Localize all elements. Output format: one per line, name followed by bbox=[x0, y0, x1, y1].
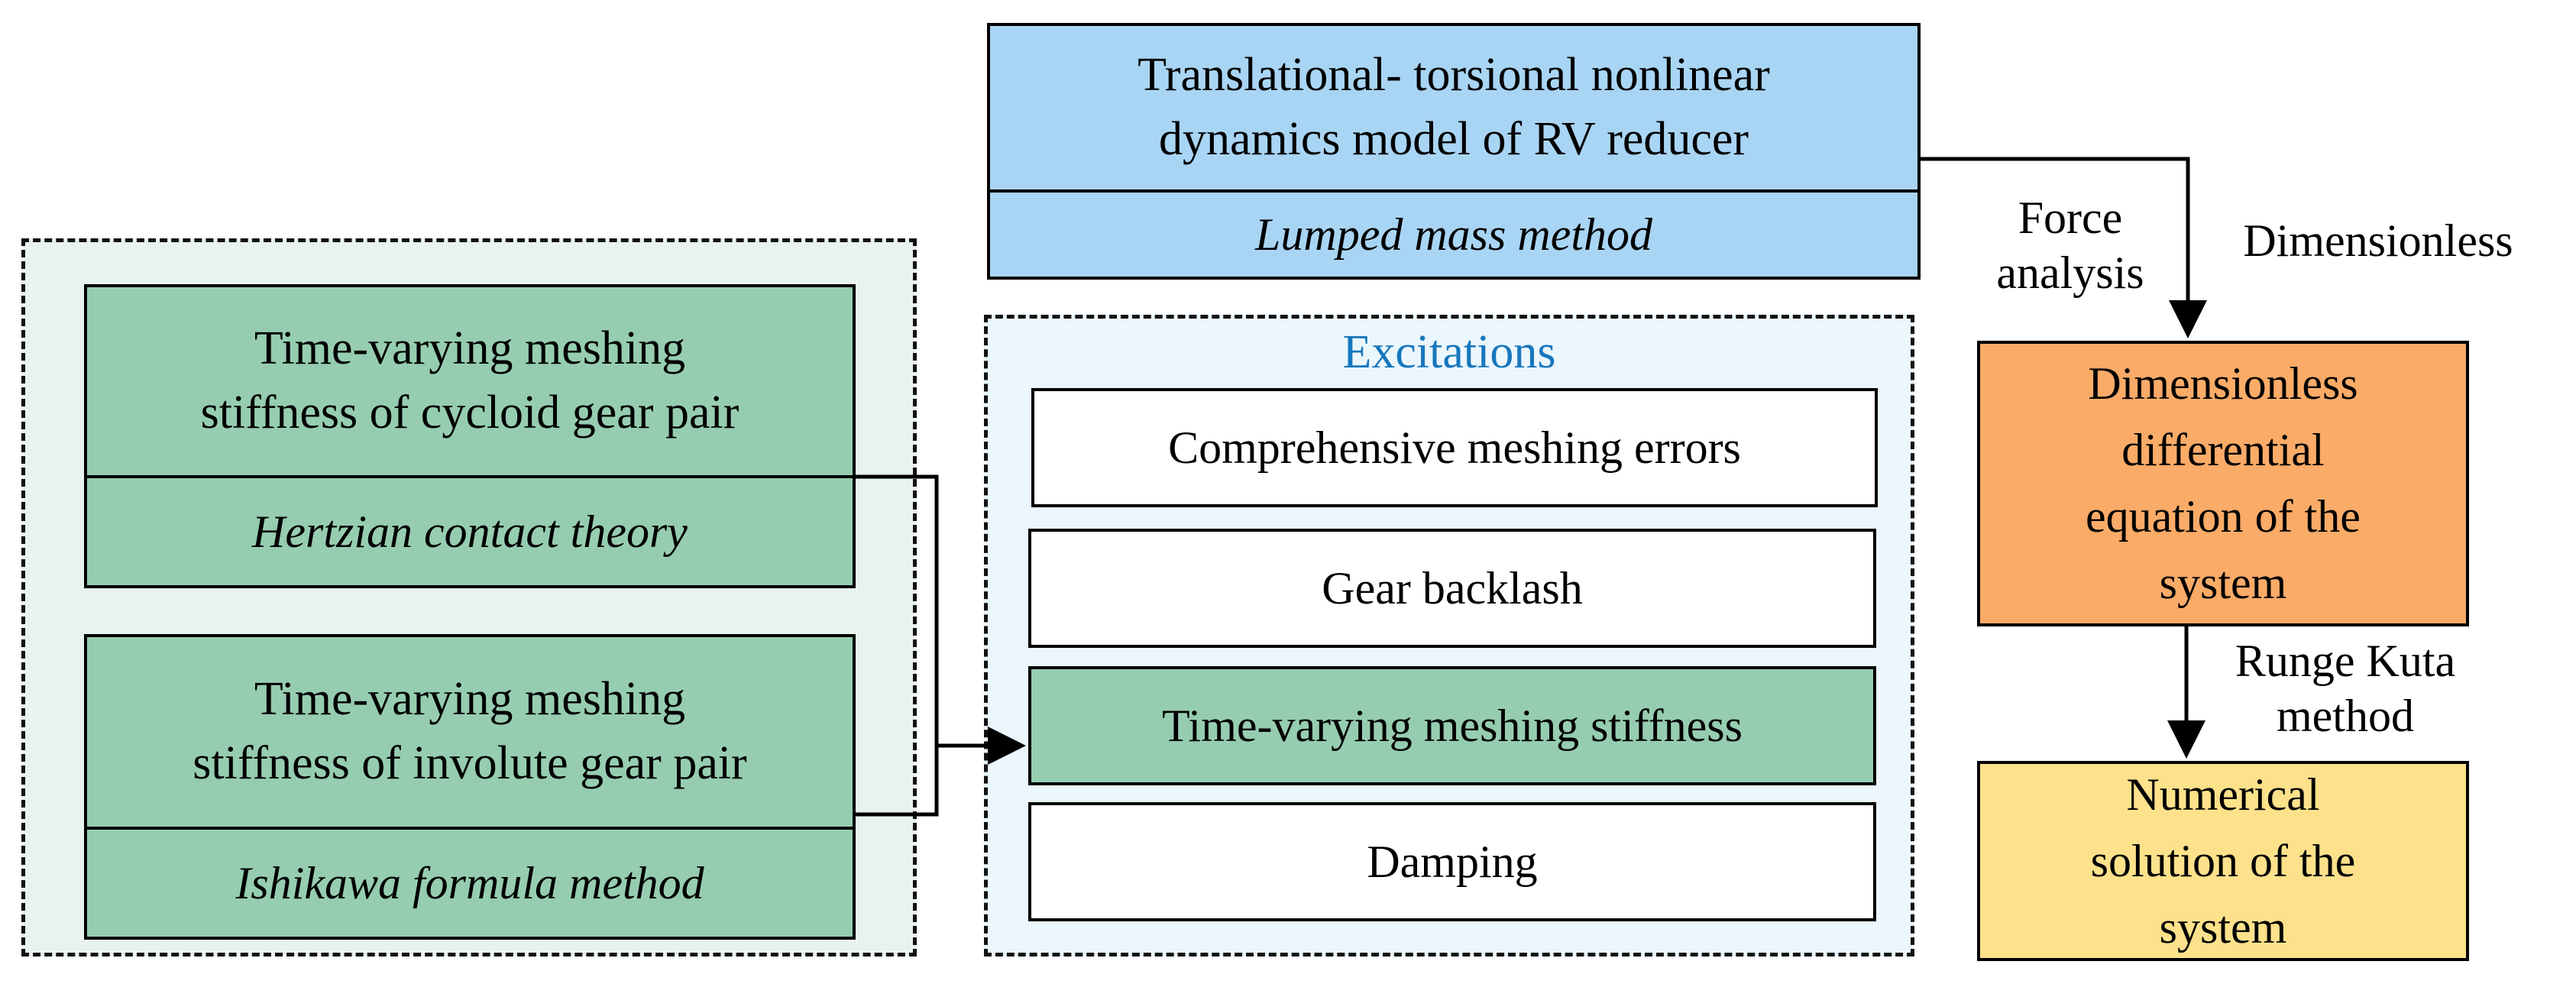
excitation-item-meshing-errors: Comprehensive meshing errors bbox=[1031, 388, 1878, 507]
excitation-item-damping: Damping bbox=[1028, 802, 1876, 921]
cycloid-method-box: Hertzian contact theory bbox=[84, 475, 856, 588]
rv-model-method: Lumped mass method bbox=[1255, 209, 1652, 260]
rv-model-method-box: Lumped mass method bbox=[987, 189, 1921, 280]
involute-method-box: Ishikawa formula method bbox=[84, 827, 856, 940]
excitation-item-gear-backlash: Gear backlash bbox=[1028, 529, 1876, 648]
rv-model-to-dimensionless-arrow bbox=[1919, 157, 2207, 338]
rv-model-title: Translational- torsional nonlinear dynam… bbox=[1138, 49, 1770, 165]
cycloid-stiffness-title: Time-varying meshing stiffness of cycloi… bbox=[200, 322, 739, 439]
dimensionless-equation-box: Dimensionless differential equation of t… bbox=[1977, 341, 2469, 626]
numerical-solution-box: Numerical solution of the system bbox=[1977, 761, 2469, 961]
involute-stiffness-title: Time-varying meshing stiffness of involu… bbox=[193, 673, 747, 789]
cycloid-method: Hertzian contact theory bbox=[252, 507, 688, 557]
dimensionless-label: Dimensionless bbox=[2243, 215, 2513, 266]
involute-method: Ishikawa formula method bbox=[235, 858, 704, 908]
excitation-item-meshing-stiffness: Time-varying meshing stiffness bbox=[1028, 666, 1876, 785]
excitations-heading: Excitations bbox=[1342, 325, 1556, 378]
runge-kuta-label: Runge Kuta method bbox=[2235, 636, 2456, 741]
cycloid-to-excitations-line bbox=[854, 474, 939, 746]
cycloid-stiffness-box: Time-varying meshing stiffness of cycloi… bbox=[84, 284, 856, 478]
involute-to-excitations-line bbox=[854, 746, 939, 817]
force-analysis-label: Force analysis bbox=[1996, 193, 2144, 298]
involute-stiffness-box: Time-varying meshing stiffness of involu… bbox=[84, 634, 856, 830]
